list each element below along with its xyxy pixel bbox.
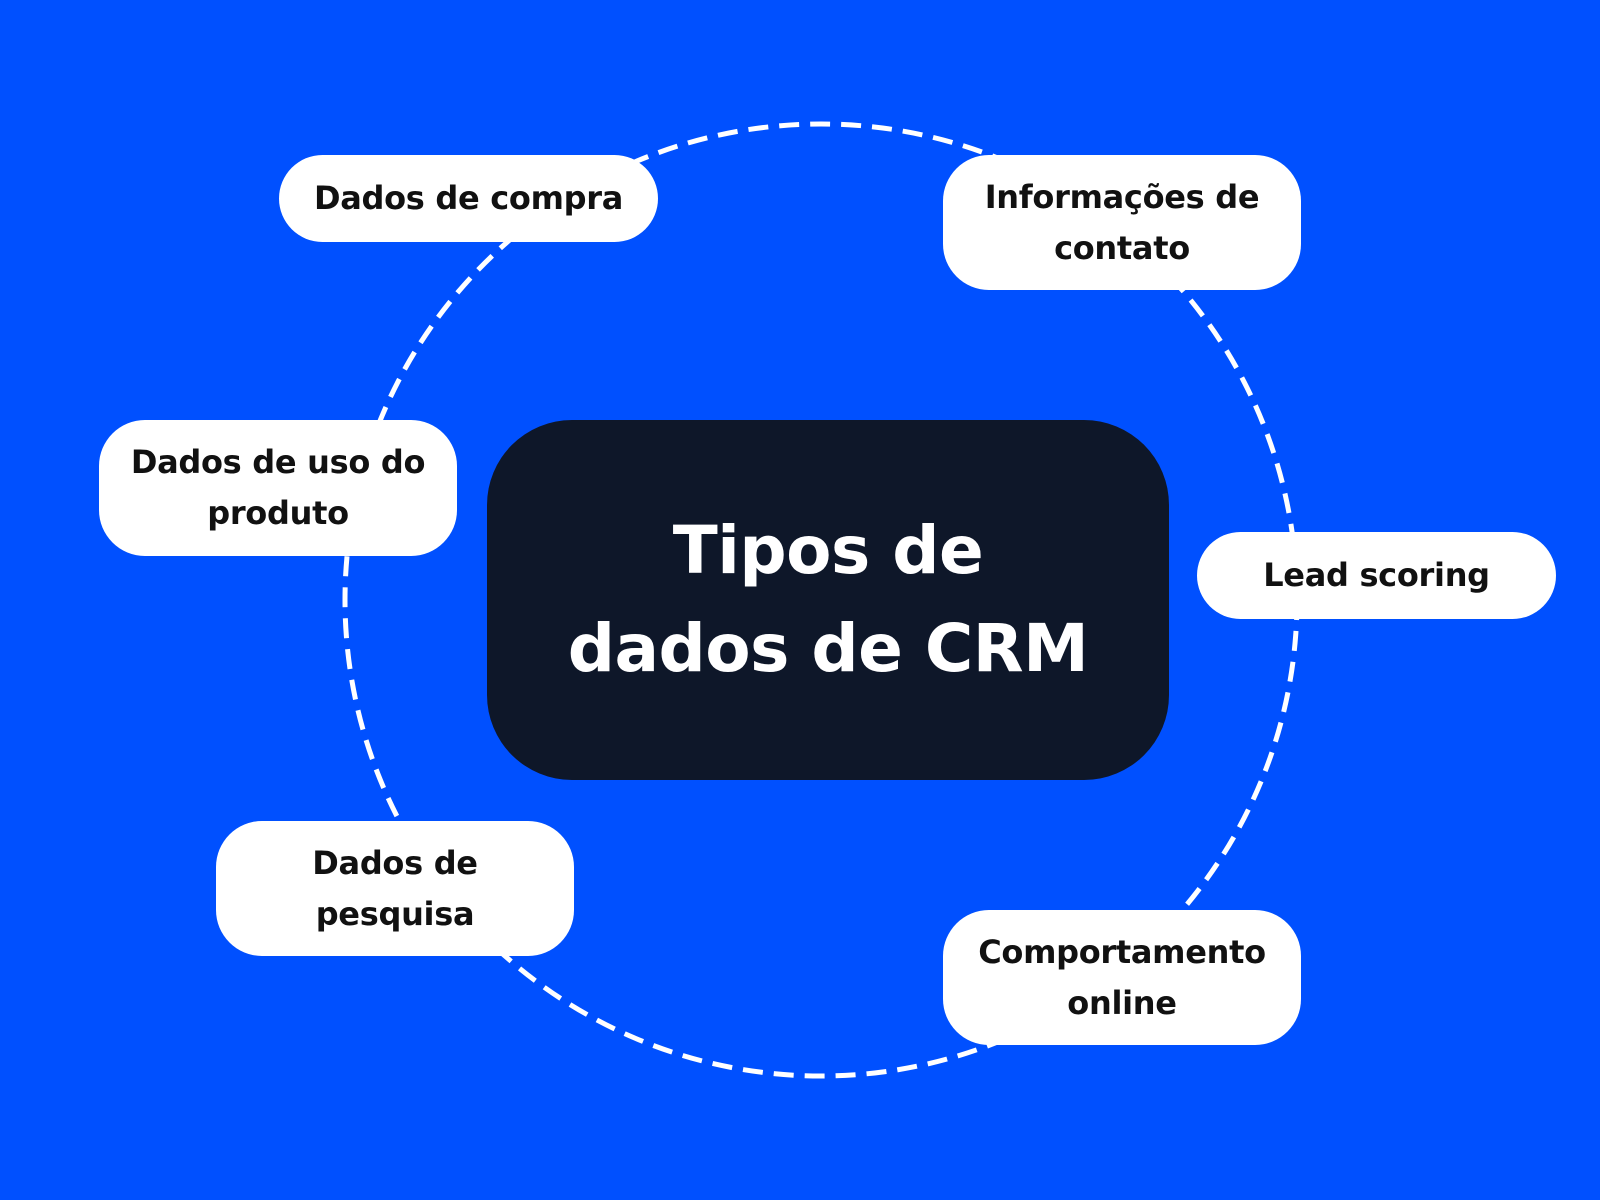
node-label: Lead scoring bbox=[1263, 556, 1490, 594]
central-topic: Tipos de dados de CRM bbox=[487, 420, 1169, 780]
node-label: Comportamento bbox=[978, 932, 1266, 971]
node-label: Dados de uso do bbox=[130, 443, 426, 481]
node-label: Dados de bbox=[312, 843, 478, 882]
node-informacoes-de-contato: Informações de contato bbox=[943, 155, 1301, 290]
node-label: online bbox=[1067, 983, 1177, 1022]
node-dados-de-compra: Dados de compra bbox=[279, 155, 658, 242]
node-label: contato bbox=[1054, 228, 1190, 267]
node-comportamento-online: Comportamento online bbox=[943, 910, 1301, 1045]
node-lead-scoring: Lead scoring bbox=[1197, 532, 1556, 619]
node-label: Dados de compra bbox=[313, 179, 624, 217]
node-label: produto bbox=[207, 494, 349, 532]
node-label: pesquisa bbox=[315, 894, 475, 933]
central-title-line1: Tipos de bbox=[672, 512, 984, 589]
node-label: Informações de bbox=[984, 177, 1260, 216]
node-dados-de-pesquisa: Dados de pesquisa bbox=[216, 821, 574, 956]
central-title-line2: dados de CRM bbox=[567, 610, 1089, 687]
node-dados-de-uso-do-produto: Dados de uso do produto bbox=[99, 420, 457, 556]
